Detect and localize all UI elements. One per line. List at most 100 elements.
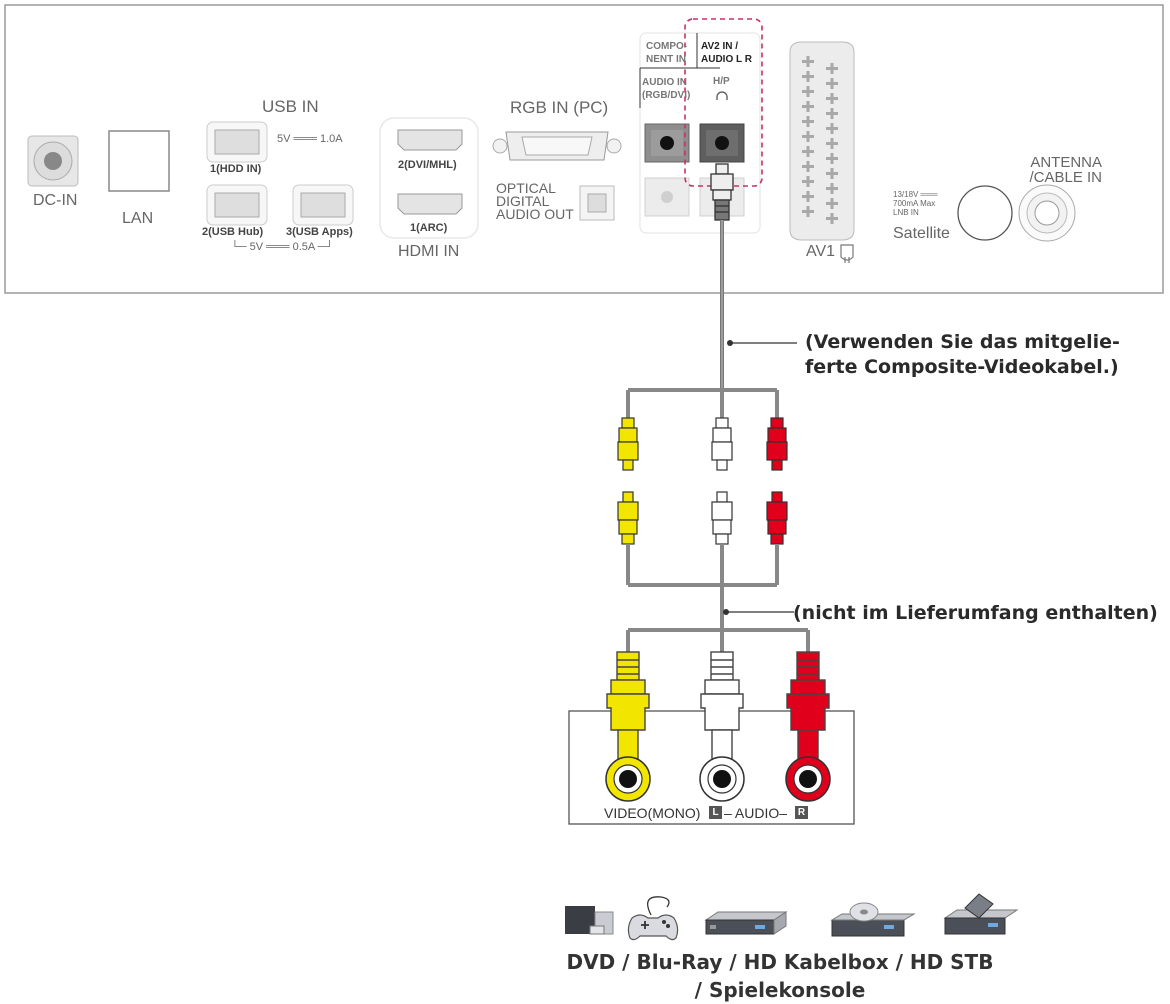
inserted-plug [710, 163, 734, 221]
rca-plug-red-cable-bottom [766, 491, 788, 545]
hdmi-port-1-label: 1(ARC) [410, 222, 448, 234]
scart-pin [830, 198, 834, 209]
cable-supplied-line-2: ferte Composite-Videokabel.) [805, 356, 1119, 378]
audio-right-badge: R [795, 806, 808, 819]
scart-pin [830, 63, 834, 74]
audio-right-jack [785, 756, 831, 802]
scart-pin [806, 161, 810, 172]
rca-plug-red-large [786, 651, 830, 787]
optical-audio-out-port [579, 185, 615, 221]
audio-in-line-1: AUDIO IN [642, 77, 687, 88]
video-jack [605, 756, 651, 802]
set-top-box-icon [704, 911, 788, 935]
av2-in-label: AV2 IN / AUDIO L R [701, 40, 752, 66]
cable-supplied-callout: (Verwenden Sie das mitgelie- ferte Compo… [805, 330, 1120, 380]
scart-pin [806, 131, 810, 142]
audio-left-jack [699, 756, 745, 802]
hp-label: H/P [713, 76, 730, 87]
av1-scart-icon [840, 244, 854, 263]
usb-spec-bottom: └─ 5V ═══ 0.5A ─┘ [231, 241, 334, 253]
scart-pin [806, 101, 810, 112]
headphone-icon [716, 91, 728, 100]
scart-pin [830, 78, 834, 89]
scart-pin [830, 138, 834, 149]
dvd-player-icon [943, 893, 1019, 935]
hdmi-ports [379, 117, 479, 239]
scart-pin [806, 176, 810, 187]
caption-line-1: DVD / Blu-Ray / HD Kabelbox / HD STB [566, 950, 994, 974]
scart-pin [830, 108, 834, 119]
av2-highlight-frame [684, 18, 763, 187]
antenna-label: ANTENNA /CABLE IN [1002, 155, 1102, 185]
usb-port-3-label: 3(USB Apps) [286, 226, 353, 238]
scart-pin [830, 93, 834, 104]
antenna-line-1: ANTENNA [1030, 154, 1102, 171]
scart-pin [830, 183, 834, 194]
satellite-spec-line-3: LNB IN [893, 208, 919, 217]
dc-in-port [27, 135, 79, 187]
lan-port [108, 130, 170, 192]
audio-in-line-2: (RGB/DVI) [642, 90, 691, 101]
scart-pin [830, 168, 834, 179]
rca-plug-red-cable-top [766, 417, 788, 471]
pc-icon [565, 906, 614, 935]
video-mono-label: VIDEO(MONO) [604, 805, 701, 821]
satellite-spec-line-1: 13/18V ═══ [893, 190, 938, 199]
cable-supplied-line-1: (Verwenden Sie das mitgelie- [805, 331, 1120, 353]
satellite-label: Satellite [893, 225, 950, 242]
scart-pin [806, 146, 810, 157]
rca-plug-yellow-cable-bottom [617, 491, 639, 545]
scart-pin [830, 123, 834, 134]
rca-plug-yellow-cable-top [617, 417, 639, 471]
scart-pin [806, 86, 810, 97]
optical-line-2: DIGITAL [496, 193, 550, 209]
rgb-title: RGB IN (PC) [510, 98, 609, 117]
lan-label: LAN [122, 210, 154, 227]
optical-label: OPTICAL DIGITAL AUDIO OUT [496, 180, 574, 222]
satellite-spec: 13/18V ═══ 700mA Max LNB IN [893, 190, 938, 217]
gamepad-icon [627, 896, 679, 941]
hdmi-title: HDMI IN [398, 243, 460, 260]
rca-plug-white-cable-bottom [711, 491, 733, 545]
usb-spec-top: 5V ═══ 1.0A [277, 133, 343, 145]
av2-line-1: AV2 IN / [701, 41, 739, 52]
rca-plug-white-large [700, 651, 744, 787]
optical-line-1: OPTICAL [496, 180, 556, 196]
scart-av1-port [789, 41, 855, 241]
audio-in-rgb-jack [644, 123, 690, 163]
scart-pin [806, 71, 810, 82]
usb-port-1-label: 1(HDD IN) [210, 163, 262, 175]
scart-pin [830, 153, 834, 164]
rca-plug-white-cable-top [711, 417, 733, 471]
scart-pin [830, 213, 834, 224]
satellite-spec-line-2: 700mA Max [893, 199, 936, 208]
blu-ray-player-icon [830, 902, 916, 937]
device-caption: DVD / Blu-Ray / HD Kabelbox / HD STB / S… [500, 948, 1060, 1004]
scart-pin [806, 206, 810, 217]
component-in-label: COMPO- NENT IN [646, 40, 687, 66]
audio-left-badge: L [709, 806, 722, 819]
antenna-port [1018, 184, 1076, 242]
scart-pin [806, 56, 810, 67]
rgb-pc-port [492, 131, 622, 161]
component-line-2: NENT IN [646, 54, 686, 65]
usb-title: USB IN [262, 97, 319, 116]
optical-line-3: AUDIO OUT [496, 206, 574, 222]
audio-in-rgb-label: AUDIO IN (RGB/DVI) [642, 76, 690, 102]
caption-line-2: / Spielekonsole [694, 978, 866, 1002]
av2-line-2: AUDIO L R [701, 54, 752, 65]
cable-not-included-callout: (nicht im Lieferumfang enthalten) [793, 602, 1158, 624]
av-port-area [639, 32, 761, 234]
hdmi-port-2-label: 2(DVI/MHL) [398, 159, 457, 171]
scart-pin [806, 116, 810, 127]
usb-ports [206, 121, 354, 226]
av1-label: AV1 [806, 243, 836, 260]
component-line-1: COMPO- [646, 41, 688, 52]
audio-label: – AUDIO– [724, 805, 788, 821]
usb-port-2-label: 2(USB Hub) [202, 226, 264, 238]
scart-pin [806, 191, 810, 202]
headphone-jack [699, 123, 745, 163]
antenna-line-2: /CABLE IN [1029, 169, 1102, 186]
dc-in-label: DC-IN [33, 192, 78, 209]
